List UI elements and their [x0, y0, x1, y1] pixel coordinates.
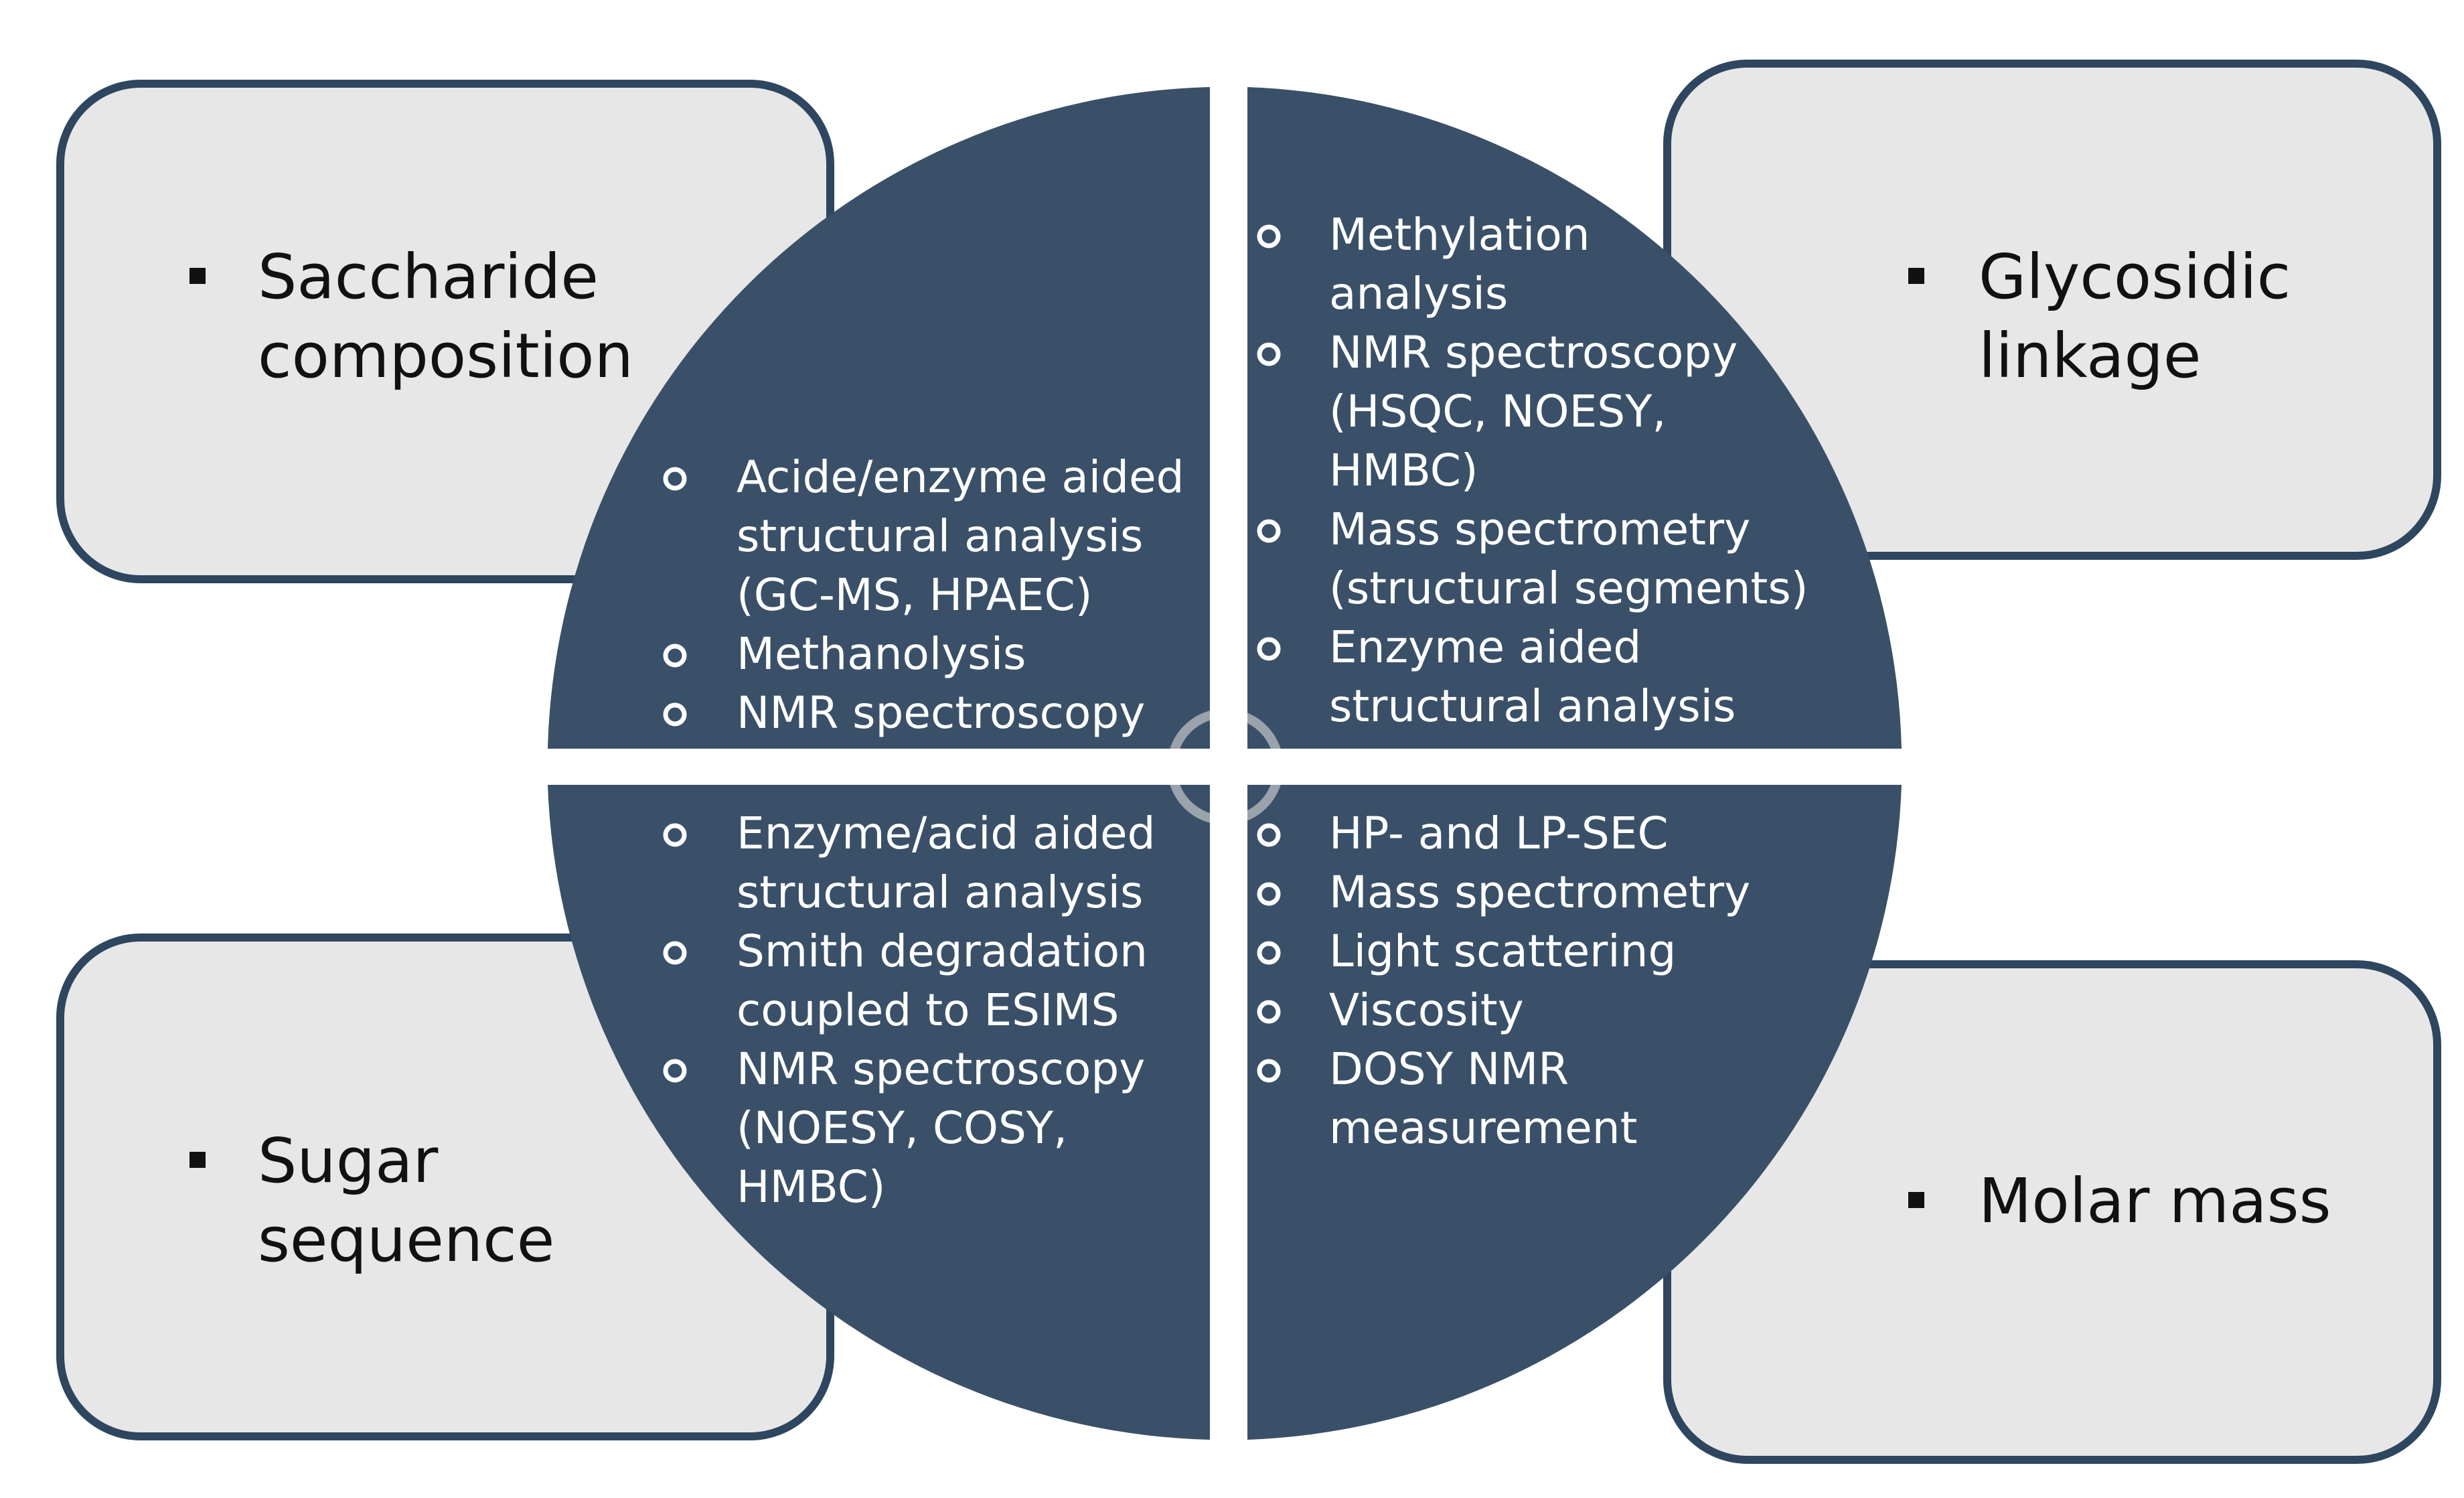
- quadrant-bottom-right: [1247, 785, 1902, 1440]
- circle-bullet-icon: [1257, 224, 1281, 248]
- method-circle: [548, 87, 1902, 1440]
- method-item-line: (structural segments): [1329, 563, 1808, 614]
- method-item-line: Viscosity: [1329, 984, 1524, 1036]
- method-item-line: (HSQC, NOESY,: [1329, 386, 1666, 437]
- circle-bullet-icon: [663, 467, 687, 491]
- circle-bullet-icon: [1257, 941, 1281, 965]
- method-item-line: structural analysis: [1329, 680, 1736, 732]
- square-bullet-icon: [189, 1152, 206, 1168]
- method-item-line: Mass spectrometry: [1329, 867, 1750, 918]
- box-label-bottom-left: Sugar sequence: [189, 1125, 554, 1276]
- method-item-line: Enzyme/acid aided: [737, 808, 1156, 859]
- box-label-line: linkage: [1979, 320, 2201, 392]
- method-list-top-left: Acide/enzyme aided structural analysis (GC…: [663, 451, 1184, 739]
- method-item-line: structural analysis: [737, 867, 1143, 918]
- method-item-line: NMR spectroscopy: [1329, 327, 1738, 378]
- quadrant-bottom-left: [548, 785, 1210, 1440]
- method-item-line: HMBC): [1329, 445, 1478, 496]
- method-item-line: Mass spectrometry: [1329, 504, 1750, 555]
- method-item-line: coupled to ESIMS: [737, 984, 1119, 1036]
- method-item-line: Methylation: [1329, 209, 1590, 260]
- method-item-line: DOSY NMR: [1329, 1043, 1569, 1095]
- circle-bullet-icon: [1257, 1059, 1281, 1083]
- svg-text:Sugar sequence: Sugar sequence: [258, 1125, 554, 1276]
- box-label-bottom-right: Molar mass: [1908, 1165, 2331, 1237]
- circle-bullet-icon: [663, 941, 687, 965]
- circle-bullet-icon: [1257, 519, 1281, 543]
- quadrant-top-left: [548, 87, 1210, 749]
- method-item-line: Methanolysis: [737, 628, 1026, 680]
- method-item-line: HMBC): [737, 1161, 886, 1213]
- method-item-line: Enzyme aided: [1329, 621, 1641, 673]
- box-label-line: Saccharide: [258, 241, 599, 313]
- circle-bullet-icon: [663, 644, 687, 668]
- circle-bullet-icon: [663, 702, 687, 727]
- circle-bullet-icon: [1257, 882, 1281, 906]
- square-bullet-icon: [1908, 268, 1924, 284]
- square-bullet-icon: [1908, 1192, 1924, 1208]
- box-label-line: Molar mass: [1979, 1165, 2331, 1237]
- method-item-line: Smith degradation: [737, 925, 1148, 977]
- box-label-line: Glycosidic: [1979, 241, 2291, 313]
- quadrant-top-right: [1247, 87, 1902, 749]
- circle-bullet-icon: [1257, 637, 1281, 661]
- method-item-line: (GC-MS, HPAEC): [737, 569, 1092, 621]
- svg-text:Molar mass: Molar mass: [1979, 1165, 2331, 1237]
- method-item-line: analysis: [1329, 268, 1508, 319]
- box-label-line: composition: [258, 320, 633, 392]
- method-item-line: (NOESY, COSY,: [737, 1102, 1067, 1154]
- method-item-line: NMR spectroscopy: [737, 687, 1145, 739]
- box-label-top-left: Saccharide composition: [189, 241, 633, 392]
- circle-bullet-icon: [1257, 1000, 1281, 1024]
- box-label-top-right: Glycosidic linkage: [1908, 241, 2310, 392]
- center-gap-horizontal: [1165, 749, 1286, 785]
- circle-bullet-icon: [663, 1059, 687, 1083]
- method-item-line: measurement: [1329, 1102, 1637, 1154]
- method-item-line: HP- and LP-SEC: [1329, 808, 1669, 859]
- method-item-line: NMR spectroscopy: [737, 1043, 1145, 1095]
- svg-text:Saccharide composition: Saccharide composition: [258, 241, 633, 392]
- box-label-line: sequence: [258, 1204, 554, 1276]
- method-item-line: Acide/enzyme aided: [737, 451, 1184, 503]
- box-label-line: Sugar: [258, 1125, 438, 1197]
- circle-bullet-icon: [663, 823, 687, 847]
- method-item-line: Light scattering: [1329, 925, 1676, 977]
- svg-text:Glycosidic linkage: Glycosidic linkage: [1979, 241, 2310, 392]
- method-item-line: structural analysis: [737, 510, 1143, 562]
- square-bullet-icon: [189, 268, 206, 284]
- circle-bullet-icon: [1257, 342, 1281, 366]
- circle-bullet-icon: [1257, 823, 1281, 847]
- method-list-bottom-left: Enzyme/acid aided structural analysisSmit…: [663, 808, 1156, 1213]
